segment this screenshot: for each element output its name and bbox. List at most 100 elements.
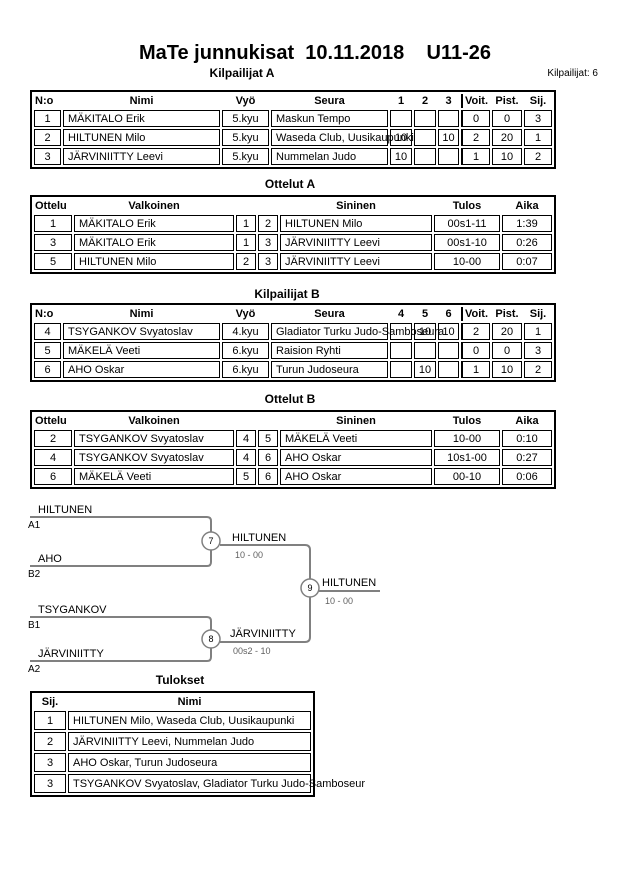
cell-sij: 3 xyxy=(524,110,552,127)
cell-nimi: MÄKELÄ Veeti xyxy=(63,342,220,359)
cell-valkoinen: HILTUNEN Milo xyxy=(74,253,234,270)
cell-c2: 10 xyxy=(414,361,436,378)
cell-wno: 4 xyxy=(236,449,256,466)
header-c1: 1 xyxy=(397,95,405,107)
cell-nimi: JÄRVINIITTY Leevi, Nummelan Judo xyxy=(68,732,311,751)
cell-sij: 1 xyxy=(524,323,552,340)
cell-pist: 10 xyxy=(492,361,522,378)
cell-c2 xyxy=(414,342,436,359)
cell-vyo: 5.kyu xyxy=(222,129,269,146)
bracket-player: JÄRVINIITTY xyxy=(38,648,104,660)
cell-vyo: 6.kyu xyxy=(222,342,269,359)
cell-nimi: MÄKITALO Erik xyxy=(63,110,220,127)
header-nimi: Nimi xyxy=(177,696,202,708)
cell-sij: 2 xyxy=(524,361,552,378)
cell-sininen: HILTUNEN Milo xyxy=(280,215,432,232)
bracket-seed: B2 xyxy=(28,569,41,580)
header-sininen: Sininen xyxy=(336,415,376,427)
cell-c3 xyxy=(438,110,459,127)
cell-seura: Raision Ryhti xyxy=(271,342,388,359)
cell-pist: 20 xyxy=(492,323,522,340)
cell-vyo: 6.kyu xyxy=(222,361,269,378)
cell-sininen: JÄRVINIITTY Leevi xyxy=(280,253,432,270)
bracket-score: 10 - 00 xyxy=(235,550,263,560)
cell-seura: Gladiator Turku Judo-Samboseura xyxy=(271,323,444,340)
cell-c1 xyxy=(390,342,412,359)
match-number-circle xyxy=(300,578,320,598)
cell-sij: 3 xyxy=(34,774,66,793)
table-row: 4 TSYGANKOV Svyatoslav 4 6 AHO Oskar 10s… xyxy=(34,449,552,466)
cell-c3: 10 xyxy=(438,323,459,340)
cell-sij: 3 xyxy=(524,342,552,359)
section-title-ottelut-b: Ottelut B xyxy=(264,392,316,406)
cell-wno: 5 xyxy=(236,468,256,485)
cell-seura: Maskun Tempo xyxy=(271,110,388,127)
cell-sininen: JÄRVINIITTY Leevi xyxy=(280,234,432,251)
bracket-winner: HILTUNEN xyxy=(232,532,286,544)
cell-wno: 4 xyxy=(236,430,256,447)
cell-wno: 1 xyxy=(236,234,256,251)
cell-aika: 0:06 xyxy=(502,468,552,485)
cell-ottelu: 3 xyxy=(34,234,72,251)
match-number-circle xyxy=(201,531,221,551)
cell-no: 1 xyxy=(34,110,61,127)
cell-valkoinen: MÄKITALO Erik xyxy=(74,215,234,232)
cell-nimi: AHO Oskar xyxy=(63,361,220,378)
header-seura: Seura xyxy=(314,308,345,320)
table-row: 2 TSYGANKOV Svyatoslav 4 5 MÄKELÄ Veeti … xyxy=(34,430,552,447)
header-nimi: Nimi xyxy=(129,95,154,107)
header-row: Ottelu Valkoinen Sininen Tulos Aika xyxy=(34,414,552,428)
cell-ottelu: 1 xyxy=(34,215,72,232)
section-title-kilpailijat-b: Kilpailijat B xyxy=(254,287,320,301)
header-row: N:o Nimi Vyö Seura 1 2 3 Voit. Pist. Sij… xyxy=(34,94,552,108)
cell-c1 xyxy=(390,361,412,378)
header-bno xyxy=(258,414,278,428)
table-row: 6 MÄKELÄ Veeti 5 6 AHO Oskar 00-10 0:06 xyxy=(34,468,552,485)
header-ottelu: Ottelu xyxy=(35,415,67,427)
cell-nimi: TSYGANKOV Svyatoslav, Gladiator Turku Ju… xyxy=(68,774,365,793)
header-pist: Pist. xyxy=(495,95,519,107)
header-sininen: Sininen xyxy=(336,200,376,212)
bracket-player: AHO xyxy=(38,553,62,565)
bracket-player: TSYGANKOV xyxy=(38,604,107,616)
header-row: N:o Nimi Vyö Seura 4 5 6 Voit. Pist. Sij… xyxy=(34,307,552,321)
header-tulos: Tulos xyxy=(452,200,482,212)
cell-sij: 2 xyxy=(524,148,552,165)
header-wno xyxy=(236,414,256,428)
cell-seura: Nummelan Judo xyxy=(271,148,388,165)
table-row: 5 HILTUNEN Milo 2 3 JÄRVINIITTY Leevi 10… xyxy=(34,253,552,270)
cell-aika: 1:39 xyxy=(502,215,552,232)
header-vyo: Vyö xyxy=(235,95,256,107)
cell-pist: 0 xyxy=(492,342,522,359)
cell-voit: 0 xyxy=(461,342,490,359)
table-row: 3 AHO Oskar, Turun Judoseura xyxy=(34,753,311,772)
cell-valkoinen: TSYGANKOV Svyatoslav xyxy=(74,430,234,447)
ottelut-a-table: Ottelu Valkoinen Sininen Tulos Aika 1 MÄ… xyxy=(30,195,556,274)
cell-bno: 6 xyxy=(258,449,278,466)
cell-valkoinen: TSYGANKOV Svyatoslav xyxy=(74,449,234,466)
header-nimi: Nimi xyxy=(129,308,154,320)
cell-tulos: 00-10 xyxy=(434,468,500,485)
cell-c1: 10 xyxy=(390,148,412,165)
header-sij: Sij. xyxy=(41,696,59,708)
cell-nimi: HILTUNEN Milo, Waseda Club, Uusikaupunki xyxy=(68,711,311,730)
header-sij: Sij. xyxy=(529,95,547,107)
competitors-count: Kilpailijat: 6 xyxy=(547,68,598,79)
section-title-kilpailijat-a: Kilpailijat A xyxy=(209,66,275,80)
cell-tulos: 10-00 xyxy=(434,253,500,270)
cell-ottelu: 6 xyxy=(34,468,72,485)
cell-seura: Waseda Club, Uusikaupunki xyxy=(271,129,414,146)
cell-sininen: MÄKELÄ Veeti xyxy=(280,430,432,447)
header-no: N:o xyxy=(35,308,54,320)
cell-voit: 2 xyxy=(461,323,490,340)
bracket-winner: JÄRVINIITTY xyxy=(230,628,296,640)
section-title-tulokset: Tulokset xyxy=(155,673,205,687)
cell-vyo: 5.kyu xyxy=(222,110,269,127)
cell-no: 4 xyxy=(34,323,61,340)
header-wno xyxy=(236,199,256,213)
cell-seura: Turun Judoseura xyxy=(271,361,388,378)
section-title-ottelut-a: Ottelut A xyxy=(264,177,316,191)
header-c3: 6 xyxy=(445,308,452,320)
cell-c1 xyxy=(390,110,412,127)
